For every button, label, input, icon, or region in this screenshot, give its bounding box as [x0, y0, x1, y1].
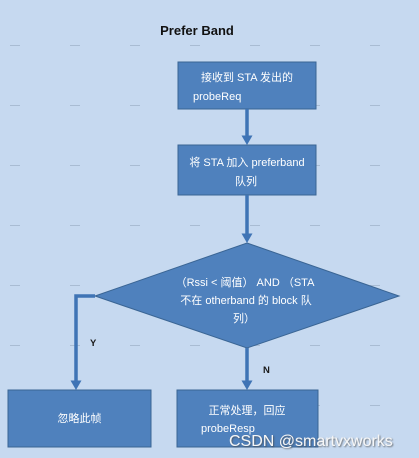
node-add-to-queue-line: 队列: [235, 174, 257, 188]
node-receive-probe-line: probeReq: [193, 91, 241, 103]
diagram-title: Prefer Band: [160, 23, 234, 38]
node-respond-probe-box: [176, 389, 319, 448]
node-ignore-frame-box: [7, 389, 152, 448]
node-add-to-queue-box: [177, 144, 317, 196]
decision-line: 列）: [233, 311, 255, 325]
node-receive-probe: 接收到 STA 发出的 probeReq: [177, 61, 317, 110]
node-ignore-frame-line: 忽略此帧: [58, 411, 102, 425]
node-add-to-queue-line: 将 STA 加入 preferband: [189, 156, 304, 169]
decision-line: （Rssi < 阈值） AND （STA: [176, 275, 316, 289]
edge-label-no: N: [263, 365, 270, 376]
node-receive-probe-line: 接收到 STA 发出的: [201, 70, 293, 84]
node-add-to-queue: 将 STA 加入 preferband 队列: [177, 144, 317, 196]
node-respond-probe-line: 正常处理，回应: [209, 403, 286, 417]
node-respond-probe-line: probeResp: [201, 423, 255, 435]
node-ignore-frame: 忽略此帧: [7, 389, 152, 448]
decision-line: 不在 otherband 的 block 队: [180, 293, 311, 307]
node-respond-probe: 正常处理，回应 probeResp: [176, 389, 319, 448]
watermark: CSDN @smartvxworks: [229, 433, 393, 450]
edge-label-yes: Y: [90, 338, 97, 349]
arrow-decision-yes: [70, 294, 95, 390]
